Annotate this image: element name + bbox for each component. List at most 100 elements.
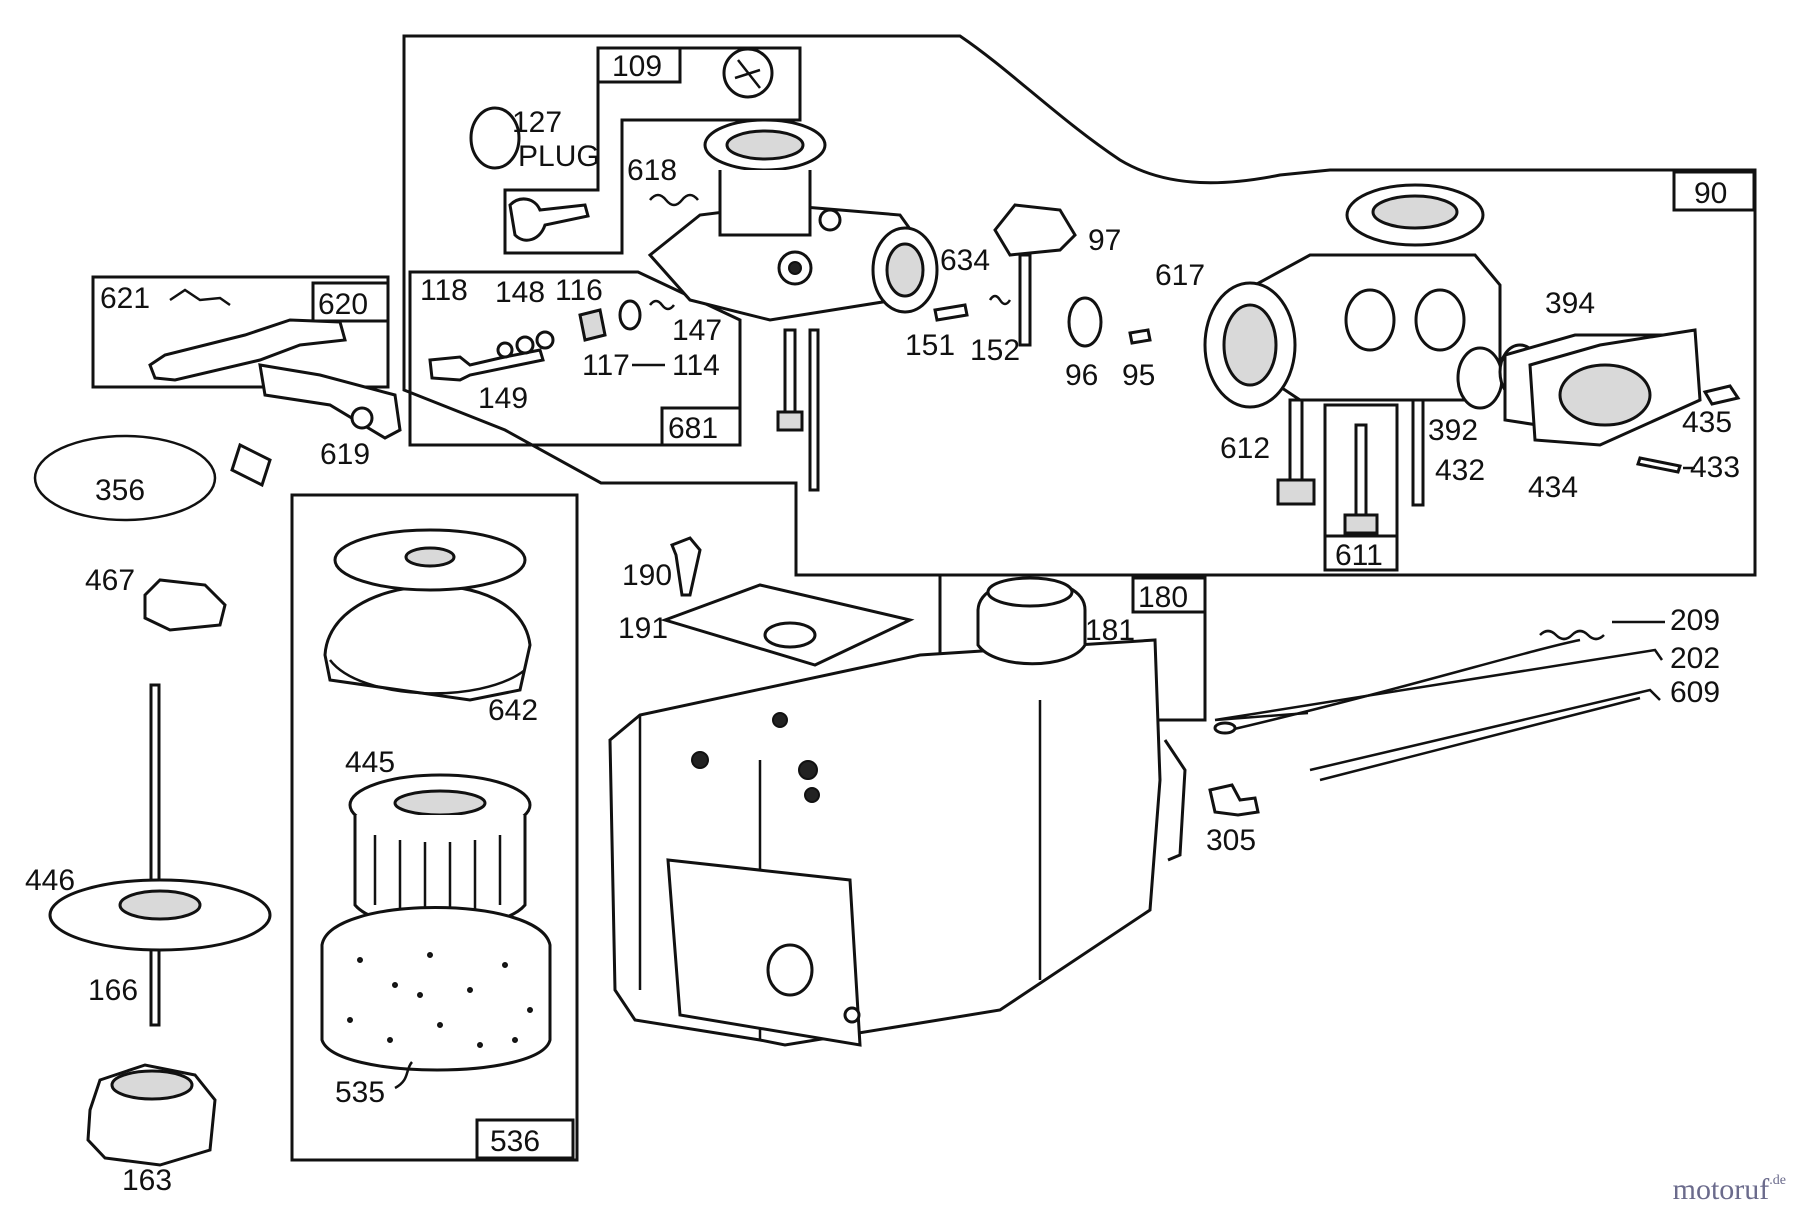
group-620-label: 620 — [318, 288, 368, 321]
screw-95-part — [1128, 328, 1152, 345]
pin-433-part — [1636, 456, 1682, 474]
pre-cleaner-535-part — [320, 906, 552, 1072]
fuel-tank-part — [608, 638, 1187, 1047]
part-label-634: 634 — [940, 244, 990, 277]
rod-609-part — [1309, 688, 1661, 782]
ground-wire-356-terminal — [230, 442, 272, 488]
spring-618-part — [649, 193, 699, 207]
group-109-tag — [596, 46, 682, 84]
part-label-97: 97 — [1088, 224, 1121, 257]
gasket-392-part — [1456, 346, 1504, 410]
part-label-642: 642 — [488, 694, 538, 727]
part-label-621: 621 — [100, 282, 150, 315]
screw-190-part — [670, 536, 702, 597]
part-label-114: 114 — [672, 349, 720, 382]
group-681-label: 681 — [668, 412, 718, 445]
group-536-frame — [290, 493, 579, 1162]
part-label-152: 152 — [970, 334, 1020, 367]
part-label-394: 394 — [1545, 287, 1595, 320]
part-label-305: 305 — [1206, 824, 1256, 857]
watermark-logo: motoruf.de — [1673, 1173, 1786, 1207]
leader-535 — [394, 1061, 414, 1090]
group-109-label: 109 — [612, 50, 662, 83]
upper-carburetor-body — [647, 118, 939, 492]
group-536-tag — [475, 1118, 575, 1160]
air-cleaner-cover-642-part — [323, 528, 532, 702]
part-label-356: 356 — [95, 474, 145, 507]
seat-116-part — [578, 308, 607, 342]
part-label-166: 166 — [88, 974, 138, 1007]
part-label-433: 433 — [1690, 451, 1740, 484]
choke-plate-detail — [734, 59, 761, 89]
part-label-617: 617 — [1155, 259, 1205, 292]
group-620-tag — [311, 281, 390, 323]
part-label-149: 149 — [478, 382, 528, 415]
group-90-label: 90 — [1694, 177, 1727, 210]
needle-screw-118-part — [428, 348, 545, 382]
part-label-392: 392 — [1428, 414, 1478, 447]
plug-label: PLUG — [518, 140, 600, 173]
cap-467-part — [143, 578, 227, 632]
watermark-suffix: .de — [1769, 1173, 1786, 1188]
part-label-190: 190 — [622, 559, 672, 592]
governor-link-620-bracket — [258, 363, 402, 440]
group-536-label: 536 — [490, 1125, 540, 1158]
clip-part — [1213, 721, 1237, 735]
ground-wire-356-part — [33, 434, 217, 522]
link-209-wire — [1229, 638, 1581, 732]
washer-148-a — [515, 335, 535, 355]
group-109-frame — [503, 46, 802, 255]
part-label-432: 432 — [1435, 454, 1485, 487]
lower-carburetor-body — [1203, 183, 1502, 507]
part-label-117: 117 — [582, 349, 630, 382]
screw-435-part — [1702, 384, 1741, 406]
throttle-plate-96-part — [1067, 296, 1103, 348]
gasket-191-hole — [763, 621, 817, 649]
cover-434-recess — [1558, 363, 1652, 427]
part-label-209: 209 — [1670, 604, 1720, 637]
part-label-619: 619 — [320, 438, 370, 471]
part-label-151: 151 — [905, 329, 955, 362]
choke-shaft-part — [508, 197, 590, 242]
group-180-tag — [1131, 576, 1207, 614]
governor-wire-621-part — [169, 288, 231, 307]
part-label-148: 148 — [495, 276, 545, 309]
screw-151-part — [933, 303, 969, 322]
part-label-612: 612 — [1220, 432, 1270, 465]
spacer-163-part — [86, 1063, 217, 1167]
plug-ring-part — [469, 106, 521, 170]
needle-634-part — [1018, 253, 1032, 347]
fuel-cap-181-part — [976, 576, 1087, 666]
spring-152-part — [988, 294, 1012, 306]
part-label-609: 609 — [1670, 676, 1720, 709]
part-label-163: 163 — [122, 1164, 172, 1197]
throttle-bracket-part — [993, 203, 1077, 257]
group-90-tag — [1672, 170, 1756, 212]
part-label-434: 434 — [1528, 471, 1578, 504]
screw-619-part — [350, 406, 374, 430]
screw-305-part — [1208, 783, 1260, 817]
part-label-445: 445 — [345, 746, 395, 779]
part-label-202: 202 — [1670, 642, 1720, 675]
gasket-117-part — [618, 299, 642, 331]
part-label-96: 96 — [1065, 359, 1098, 392]
part-label-435: 435 — [1682, 406, 1732, 439]
group-611-label: 611 — [1335, 539, 1383, 572]
part-label-118: 118 — [420, 274, 468, 307]
watermark-text: motoruf — [1672, 1173, 1770, 1206]
part-label-467: 467 — [85, 564, 135, 597]
part-label-181: 181 — [1085, 614, 1135, 647]
group-681-tag — [660, 406, 742, 447]
group-180-label: 180 — [1138, 581, 1188, 614]
part-label-618: 618 — [627, 154, 677, 187]
stud-446-rod — [149, 683, 161, 1027]
part-label-535: 535 — [335, 1076, 385, 1109]
washer-148-b — [535, 330, 555, 350]
part-label-446: 446 — [25, 864, 75, 897]
group-611-tag — [1323, 534, 1399, 572]
part-label-147: 147 — [672, 314, 722, 347]
part-label-116: 116 — [555, 274, 603, 307]
base-plate-446-hub — [118, 889, 202, 921]
group-620-frame — [91, 275, 390, 389]
